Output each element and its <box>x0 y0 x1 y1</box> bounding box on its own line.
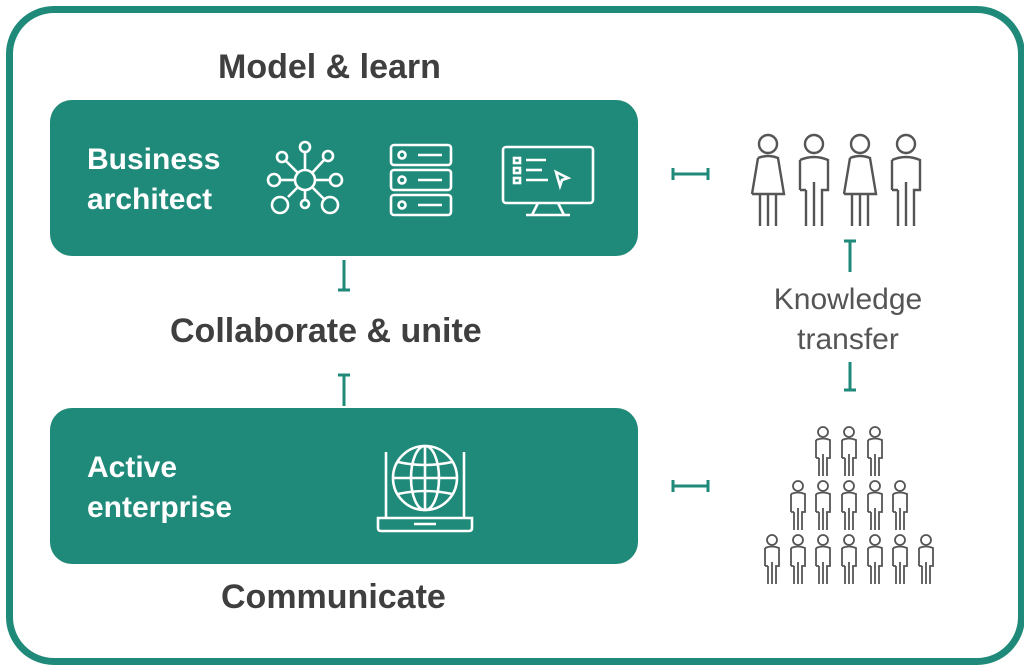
connector-knowledge-top <box>844 239 856 272</box>
connector-right-top <box>671 168 710 180</box>
business-architect-label: Business architect <box>87 143 221 216</box>
knowledge-transfer-label: Knowledge transfer <box>773 283 923 356</box>
heading-model-learn: Model & learn <box>218 48 441 86</box>
network-icon <box>266 140 344 215</box>
heading-communicate: Communicate <box>221 578 446 616</box>
active-enterprise-box: Active enterprise <box>50 408 638 564</box>
connector-knowledge-bottom <box>844 362 856 392</box>
people-pyramid-icon <box>764 426 934 585</box>
business-architect-box: Business architect <box>50 100 638 256</box>
heading-collaborate-unite: Collaborate & unite <box>170 312 482 350</box>
connector-top <box>338 260 350 292</box>
server-icon <box>389 143 453 217</box>
monitor-icon <box>501 145 595 217</box>
globe-laptop-icon <box>376 444 474 533</box>
connector-right-bottom <box>671 480 710 492</box>
connector-bottom <box>338 373 350 406</box>
people-group-icon <box>750 133 922 228</box>
diagram-frame <box>6 6 1024 665</box>
active-enterprise-label: Active enterprise <box>87 451 233 524</box>
